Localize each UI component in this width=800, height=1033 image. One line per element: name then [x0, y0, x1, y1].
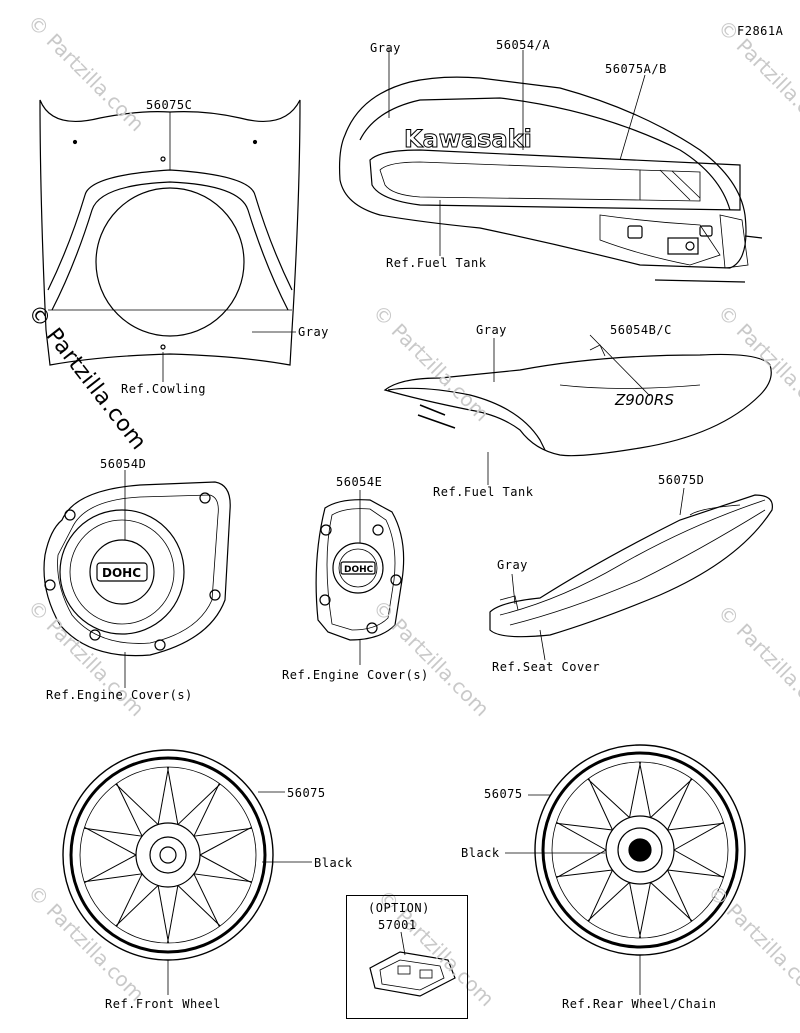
wheel-spoke	[157, 885, 170, 944]
wheel-spoke	[556, 849, 607, 879]
wheel-spoke	[556, 822, 613, 831]
wheel-spoke	[667, 778, 692, 831]
side-cover-drawing: Z900RS	[383, 334, 772, 485]
fuel-tank-part-b: 56075A/B	[605, 62, 667, 76]
cowling-ref: Ref.Cowling	[121, 382, 206, 396]
wheel-spoke	[166, 766, 179, 825]
fuel-tank-drawing: Kawasaki	[338, 48, 763, 283]
wheel-spoke	[193, 827, 252, 837]
wheel-spoke	[629, 882, 642, 939]
engine-cover-left-part-number: 56054D	[100, 457, 147, 471]
front-wheel-part-number: 56075	[287, 786, 326, 800]
seat-cover-drawing	[489, 487, 773, 661]
wheel-spoke	[587, 881, 630, 922]
front-wheel-drawing	[62, 749, 312, 995]
wheel-spoke	[638, 761, 651, 818]
front-wheel-ref: Ref.Front Wheel	[105, 997, 221, 1011]
seat-cover-ref: Ref.Seat Cover	[492, 660, 601, 674]
fuel-tank-part-a: 56054/A	[496, 38, 551, 52]
cowling-drawing	[39, 99, 301, 382]
wheel-spoke	[667, 822, 724, 831]
rear-wheel-ref: Ref.Rear Wheel/Chain	[562, 997, 717, 1011]
wheel-spoke	[667, 869, 692, 922]
wheel-spoke	[556, 821, 607, 851]
wheel-spoke	[629, 761, 642, 818]
wheel-spoke	[556, 869, 613, 878]
cowling-color: Gray	[298, 325, 329, 339]
option-part-number: 57001	[378, 918, 417, 932]
wheel-spoke	[193, 783, 220, 837]
rear-wheel-part-number: 56075	[484, 787, 523, 801]
seat-cover-color: Gray	[497, 558, 528, 572]
wheel-spoke	[638, 882, 651, 939]
rear-wheel-drawing	[505, 744, 746, 995]
wheel-spoke	[116, 783, 143, 837]
wheel-spoke	[673, 849, 724, 879]
side-cover-color: Gray	[476, 323, 507, 337]
wheel-spoke	[115, 783, 159, 825]
option-box	[346, 895, 468, 1019]
wheel-spoke	[587, 778, 630, 819]
figure-id: F2861A	[737, 24, 784, 38]
wheel-spoke	[177, 885, 221, 927]
wheel-spoke	[193, 873, 252, 883]
wheel-spoke	[84, 827, 143, 837]
wheel-spoke	[177, 783, 221, 825]
wheel-spoke	[115, 885, 159, 927]
wheel-spoke	[116, 873, 143, 927]
wheel-spoke	[650, 881, 693, 922]
engine-cover-right-part-number: 56054E	[336, 475, 383, 489]
wheel-spoke	[588, 778, 613, 831]
engine-cover-right-badge: DOHC	[344, 565, 374, 575]
engine-cover-left-ref: Ref.Engine Cover(s)	[46, 688, 193, 702]
wheel-spoke	[199, 854, 252, 884]
tank-brand-logo: Kawasaki	[404, 125, 532, 153]
wheel-spoke	[166, 885, 179, 944]
wheel-spoke	[193, 873, 220, 927]
wheel-spoke	[84, 826, 137, 856]
option-part-drawing	[369, 931, 456, 997]
wheel-spoke	[650, 778, 693, 819]
wheel-spoke	[84, 854, 137, 884]
wheel-spoke	[588, 869, 613, 922]
wheel-spoke	[157, 766, 170, 825]
side-cover-model-badge: Z900RS	[614, 391, 674, 409]
seat-cover-part-number: 56075D	[658, 473, 705, 487]
engine-cover-right-drawing: DOHC	[315, 490, 405, 665]
engine-cover-left-badge: DOHC	[102, 566, 141, 580]
wheel-spoke	[673, 821, 724, 851]
fuel-tank-color: Gray	[370, 41, 401, 55]
wheel-spoke	[84, 873, 143, 883]
engine-cover-right-ref: Ref.Engine Cover(s)	[282, 668, 429, 682]
engine-cover-left-drawing: DOHC	[43, 470, 231, 688]
cowling-part-number: 56075C	[146, 98, 193, 112]
side-cover-ref: Ref.Fuel Tank	[433, 485, 534, 499]
option-title: (OPTION)	[368, 901, 430, 915]
rear-wheel-color: Black	[461, 846, 500, 860]
fuel-tank-ref: Ref.Fuel Tank	[386, 256, 487, 270]
wheel-spoke	[199, 826, 252, 856]
wheel-spoke	[667, 869, 724, 878]
front-wheel-color: Black	[314, 856, 353, 870]
side-cover-part-number: 56054B/C	[610, 323, 672, 337]
